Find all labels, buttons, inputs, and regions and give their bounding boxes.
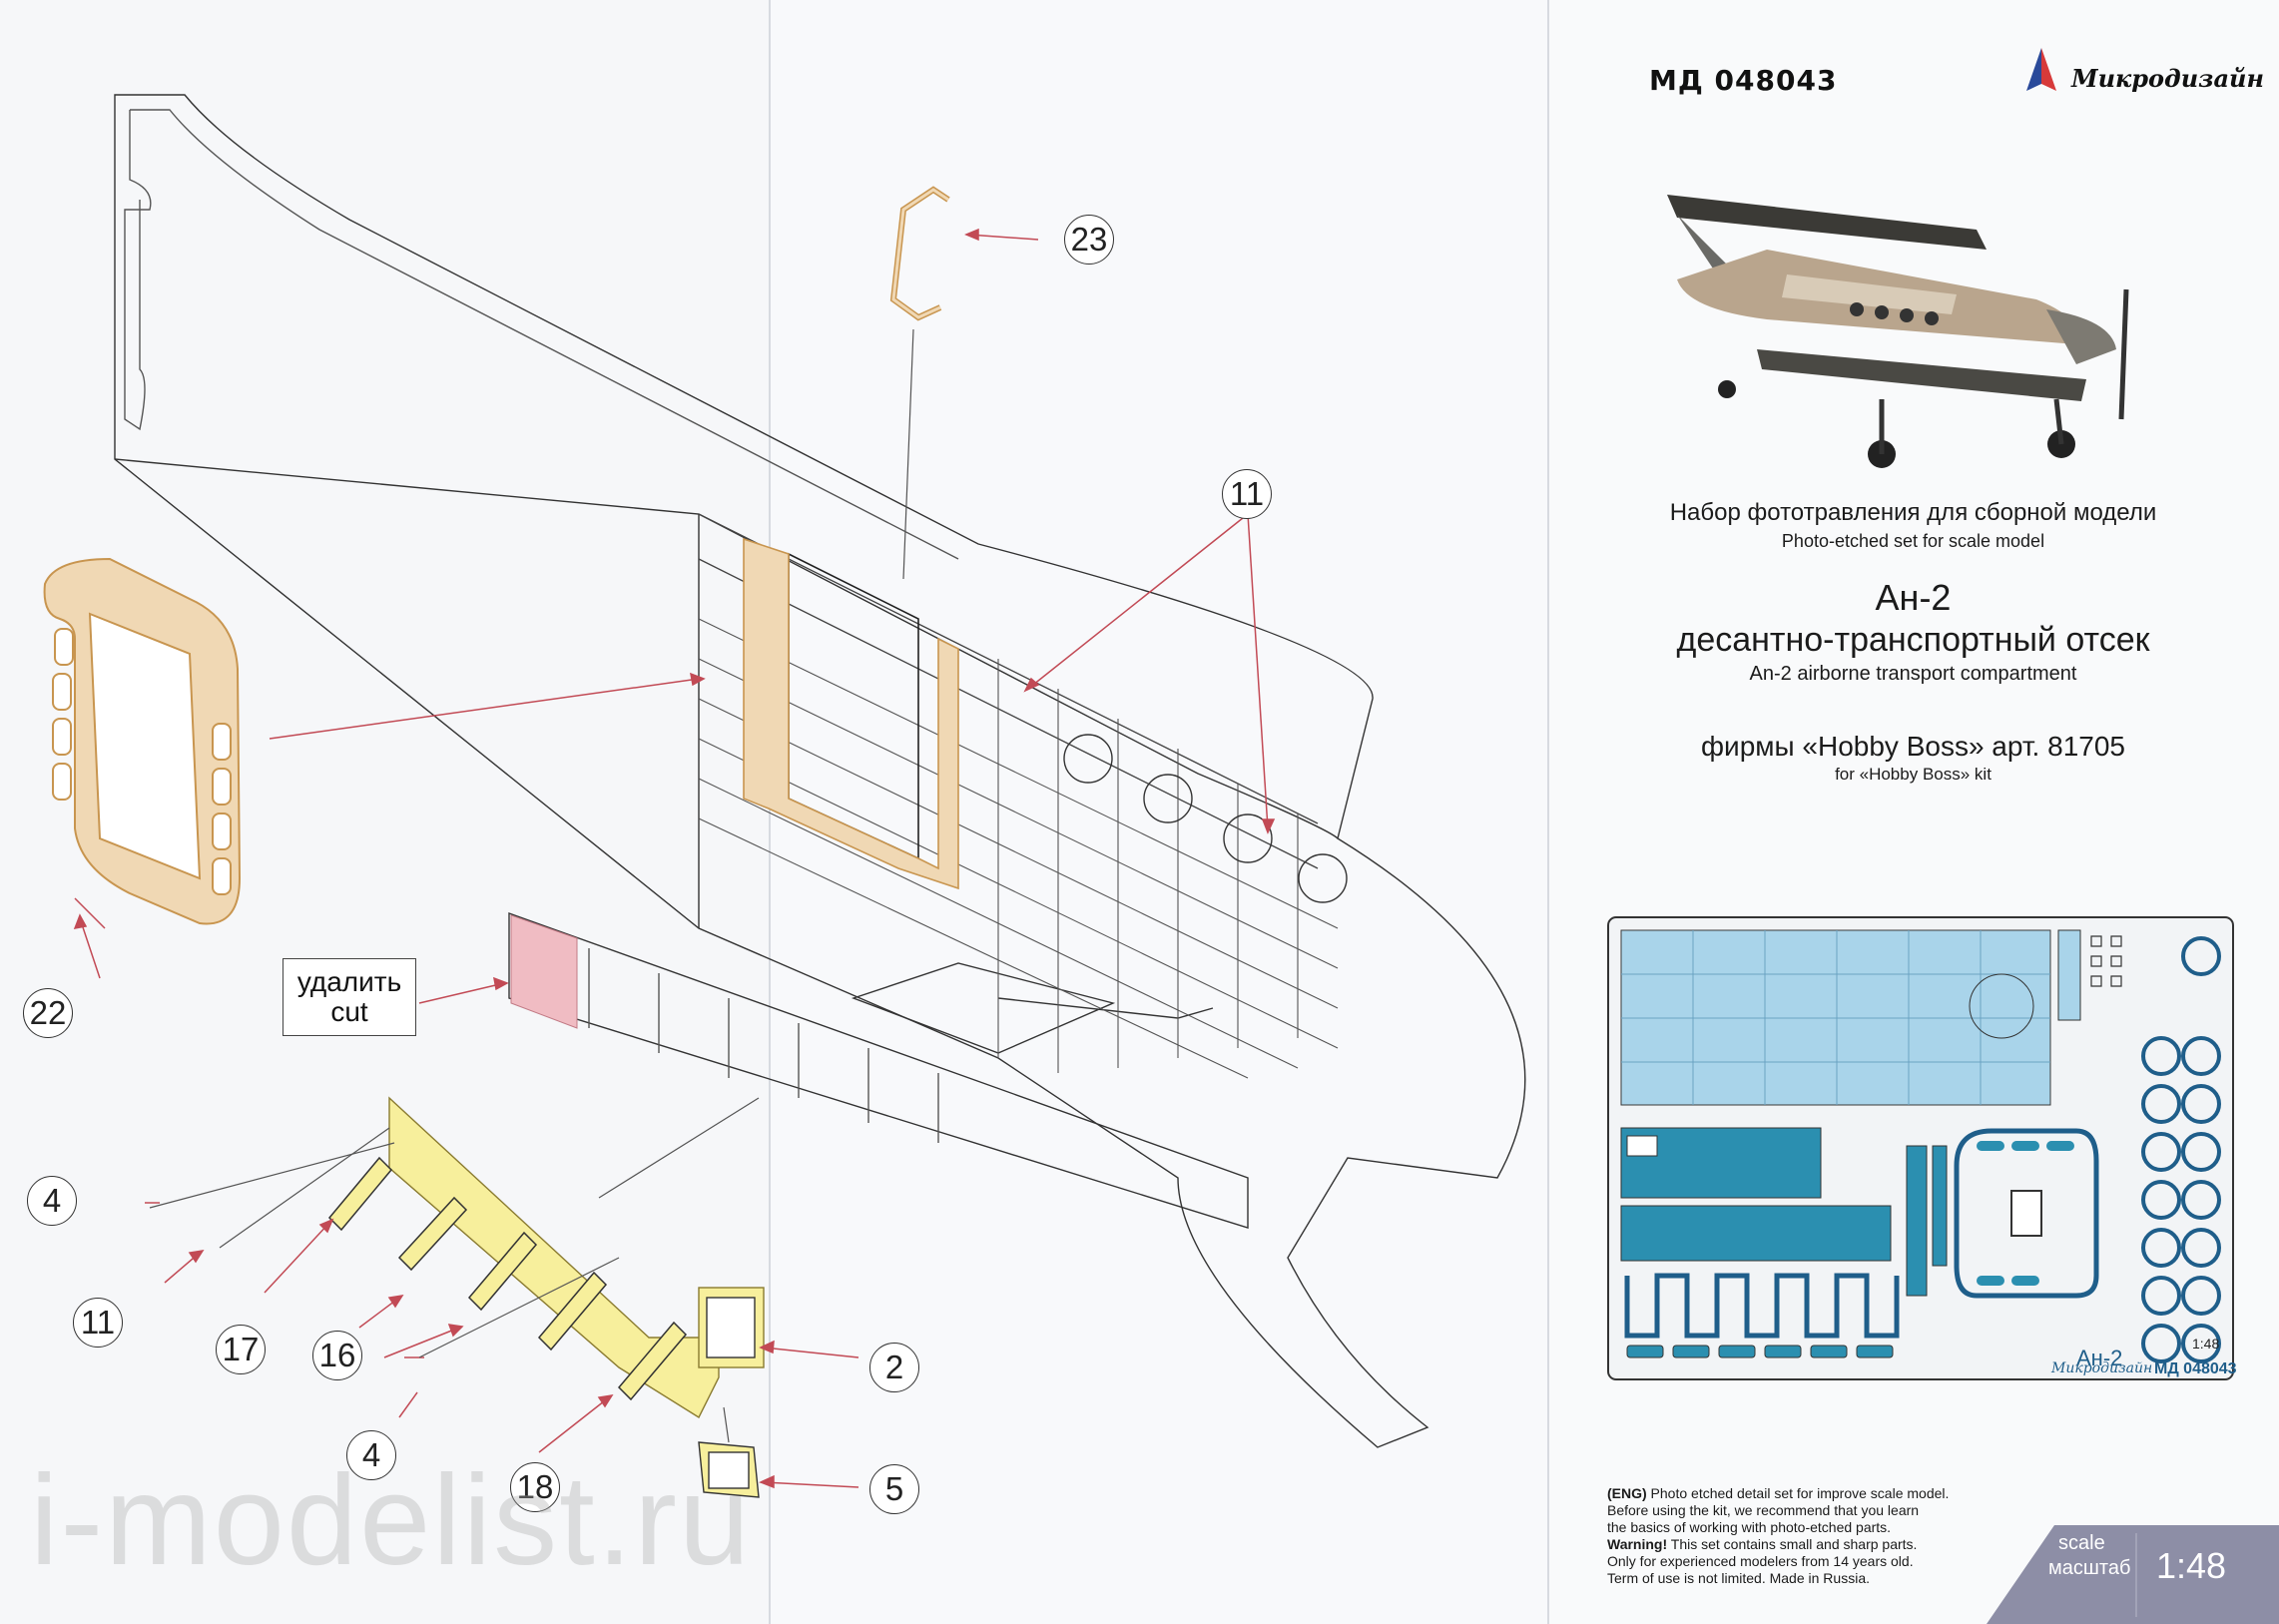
floor-plate (851, 962, 1116, 1054)
callout-4-top: 4 (27, 1176, 77, 1226)
scale-value: 1:48 (2156, 1545, 2227, 1586)
bench-strip (508, 912, 1249, 1229)
en-kit-reference: for «Hobby Boss» kit (1835, 765, 1992, 784)
warning-line-2: Before using the kit, we recommend that … (1607, 1502, 1920, 1518)
window-4 (1298, 853, 1348, 903)
bench-supports (327, 1156, 688, 1401)
bench-panel (388, 1096, 765, 1419)
warning-line-5: Only for experienced modelers from 14 ye… (1607, 1553, 1914, 1569)
fret-kit-name: Ан-2 (2076, 1346, 2123, 1370)
kit-name: Ан-2 (1875, 577, 1952, 618)
fret-brand: Микродизайн (2051, 1360, 2153, 1376)
door-frame-installed (743, 537, 959, 890)
fold-line-1 (769, 0, 771, 1624)
callout-23: 23 (1064, 215, 1114, 265)
scale-label-en: scale (2058, 1532, 2105, 1554)
callout-16: 16 (312, 1331, 362, 1380)
cut-label-en: cut (330, 996, 368, 1027)
warning-lang-tag: (ENG) (1607, 1485, 1647, 1501)
product-sku: МД 048043 (1649, 64, 1838, 97)
cut-area (510, 914, 578, 1029)
fuselage-wall (114, 94, 1526, 1448)
cut-label-ru: удалить (296, 966, 402, 997)
brand-logo-icon (2026, 48, 2056, 91)
small-plate-part-5 (698, 1441, 760, 1498)
callout-11-bottom: 11 (73, 1298, 123, 1348)
callout-5: 5 (869, 1464, 919, 1514)
fold-line-2 (1547, 0, 1549, 1624)
handle-part-23 (889, 186, 950, 321)
warning-tag: Warning! (1607, 1536, 1668, 1552)
callout-18: 18 (510, 1462, 560, 1512)
scale-badge (1987, 1525, 2279, 1624)
warning-line-3: the basics of working with photo-etched … (1607, 1519, 1892, 1535)
assembly-drawing (43, 94, 1526, 1498)
callout-22: 22 (23, 988, 73, 1038)
window-3 (1223, 813, 1273, 863)
scale-label-ru: масштаб (2048, 1557, 2131, 1579)
ru-kit-reference: фирмы «Hobby Boss» арт. 81705 (1701, 731, 2125, 762)
ru-compartment-title: десантно-транспортный отсек (1676, 621, 2150, 659)
warning-line-4: This set contains small and sharp parts. (1667, 1536, 1918, 1552)
en-compartment-title: An-2 airborne transport compartment (1749, 663, 2077, 685)
en-set-title: Photo-etched set for scale model (1781, 531, 2045, 551)
fret-scale: 1:48 (2192, 1336, 2220, 1352)
watermark: i-modelist.ru (30, 1449, 753, 1592)
warning-text: (ENG) Photo etched detail set for improv… (1607, 1485, 2026, 1587)
window-2 (1143, 774, 1193, 823)
cabin-inner (114, 458, 1339, 839)
brand-name: Микродизайн (2071, 64, 2264, 93)
callout-2: 2 (869, 1343, 919, 1392)
warning-line-6: Term of use is not limited. Made in Russ… (1607, 1570, 1870, 1586)
window-1 (1063, 734, 1113, 784)
ru-set-title: Набор фототравления для сборной модели (1669, 499, 2157, 526)
cut-instruction-box: удалить cut (283, 958, 416, 1036)
callout-11-top: 11 (1222, 469, 1272, 519)
photo-etched-fret (1607, 916, 2234, 1380)
fret-sku: МД 048043 (2154, 1360, 2237, 1377)
callout-4-bottom: 4 (346, 1430, 396, 1480)
door-frame-part-22 (43, 557, 242, 925)
warning-line-1: Photo etched detail set for improve scal… (1646, 1485, 1950, 1501)
aircraft-illustration (1667, 195, 2129, 468)
callout-17: 17 (216, 1325, 266, 1374)
